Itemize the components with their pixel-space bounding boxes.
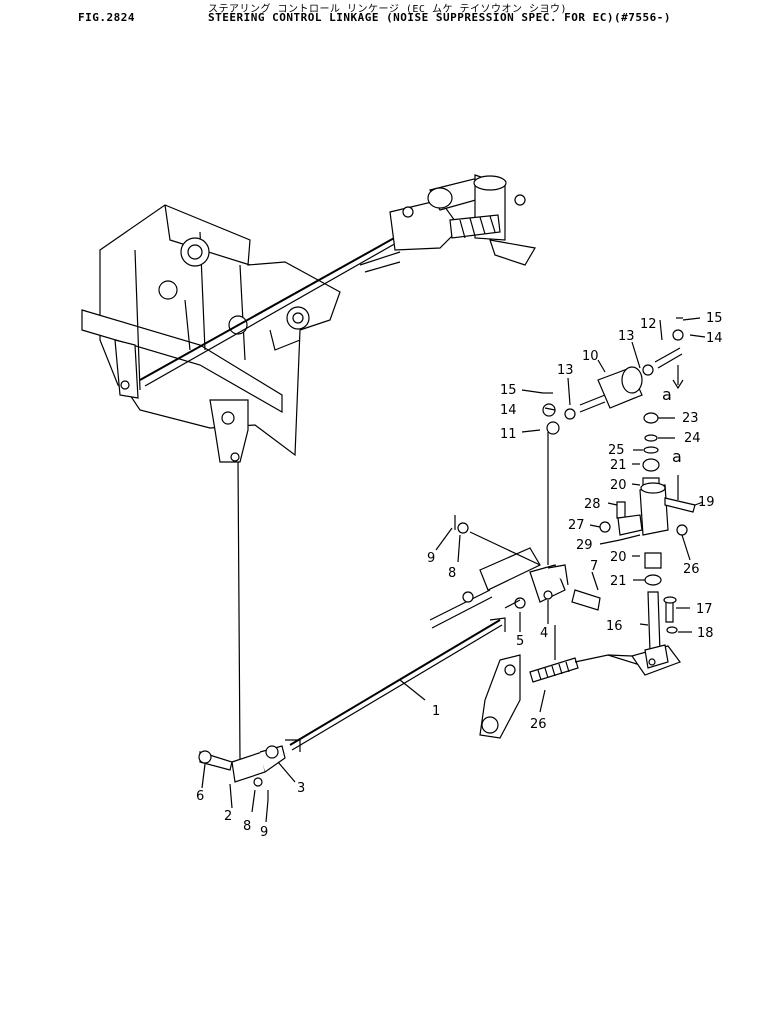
callout-15-right: 15 bbox=[706, 311, 723, 326]
rod-part-1 bbox=[285, 617, 506, 752]
callout-labels: 1 2 3 4 5 6 7 8 8 9 9 10 11 12 13 13 14 … bbox=[196, 311, 723, 840]
callout-2: 2 bbox=[224, 809, 232, 824]
frame-assembly bbox=[81, 204, 341, 463]
callout-3: 3 bbox=[297, 781, 305, 796]
callout-1: 1 bbox=[432, 704, 440, 719]
callout-8-lower: 8 bbox=[243, 819, 251, 834]
callout-26-lower: 26 bbox=[530, 717, 547, 732]
callout-21-lower: 21 bbox=[610, 574, 627, 589]
callout-28: 28 bbox=[584, 497, 601, 512]
leader-lines bbox=[201, 317, 706, 823]
lever-and-spring bbox=[479, 625, 641, 739]
callout-16: 16 bbox=[606, 619, 623, 634]
callout-24: 24 bbox=[684, 431, 701, 446]
pivot-assembly bbox=[599, 412, 696, 676]
callout-17: 17 bbox=[696, 602, 713, 617]
callout-9-lower: 9 bbox=[260, 825, 268, 840]
bracket-part-4 bbox=[429, 515, 601, 629]
callout-13-left: 13 bbox=[557, 363, 574, 378]
callout-6: 6 bbox=[196, 789, 204, 804]
callout-20-lower: 20 bbox=[610, 550, 627, 565]
cylinder-part-10 bbox=[542, 317, 684, 435]
callout-25: 25 bbox=[608, 443, 625, 458]
assembly-line-left bbox=[237, 461, 241, 761]
upper-linkage bbox=[139, 174, 536, 387]
callout-14-right: 14 bbox=[706, 331, 723, 346]
callout-27: 27 bbox=[568, 518, 585, 533]
callout-7: 7 bbox=[590, 559, 598, 574]
callout-29: 29 bbox=[576, 538, 593, 553]
callout-15-left: 15 bbox=[500, 383, 517, 398]
callout-9-upper: 9 bbox=[427, 551, 435, 566]
callout-4: 4 bbox=[540, 626, 548, 641]
callout-13-right: 13 bbox=[618, 329, 635, 344]
lower-clevis-group bbox=[198, 745, 286, 800]
ref-mark-a-upper: a bbox=[662, 385, 672, 404]
figure-subtitle-japanese: ステアリング コントロール リンケージ (EC ムケ テイソウオン シヨウ) bbox=[208, 4, 568, 15]
callout-21-upper: 21 bbox=[610, 458, 627, 473]
figure-number: FIG.2824 bbox=[78, 11, 135, 24]
callout-5: 5 bbox=[516, 634, 524, 649]
callout-11: 11 bbox=[500, 427, 517, 442]
callout-14-left: 14 bbox=[500, 403, 517, 418]
callout-10: 10 bbox=[582, 349, 599, 364]
figure-title: STEERING CONTROL LINKAGE (NOISE SUPPRESS… bbox=[208, 11, 671, 24]
callout-19: 19 bbox=[698, 495, 715, 510]
callout-26-right: 26 bbox=[683, 562, 700, 577]
callout-12: 12 bbox=[640, 317, 657, 332]
callout-8-upper: 8 bbox=[448, 566, 456, 581]
callout-23: 23 bbox=[682, 411, 699, 426]
ref-mark-a-lower: a bbox=[672, 447, 682, 466]
callout-20-upper: 20 bbox=[610, 478, 627, 493]
callout-18: 18 bbox=[697, 626, 714, 641]
